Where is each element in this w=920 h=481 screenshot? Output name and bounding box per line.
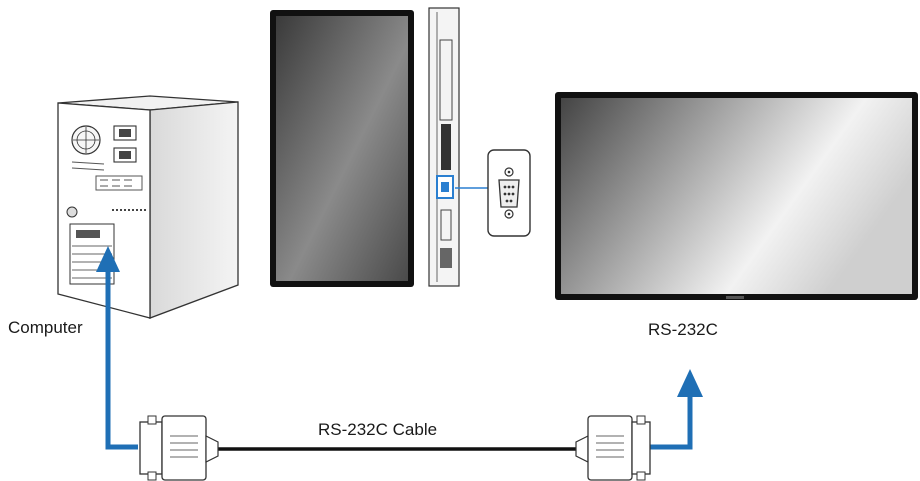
cable-connector-left xyxy=(139,415,219,481)
cable-connector-right xyxy=(575,415,651,481)
serial-port-closeup xyxy=(487,149,531,237)
display-front-view xyxy=(270,10,414,287)
computer-tower xyxy=(57,95,239,319)
computer-label: Computer xyxy=(8,318,83,337)
display-port-label: RS-232C xyxy=(648,320,718,339)
arrow-to-display xyxy=(648,369,703,450)
cable-label: RS-232C Cable xyxy=(318,420,438,439)
arrow-to-computer xyxy=(96,246,138,450)
display-monitor xyxy=(555,92,918,300)
display-side-view xyxy=(428,7,460,287)
